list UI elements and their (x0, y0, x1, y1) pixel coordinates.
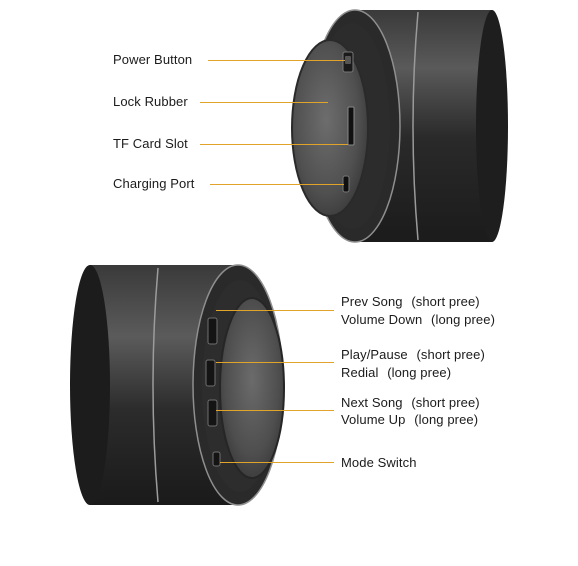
leader-lock (200, 102, 328, 103)
label-next-song: Next Song (short pree) (341, 395, 480, 411)
power-switch-icon (342, 51, 354, 73)
label-play-pause: Play/Pause (short pree) (341, 347, 485, 363)
leader-play (216, 362, 334, 363)
leader-mode (220, 462, 334, 463)
label-next-song-main: Next Song (341, 395, 403, 410)
label-volume-up-note: (long pree) (414, 412, 479, 427)
label-redial: Redial (long pree) (341, 365, 451, 381)
label-prev-song-main: Prev Song (341, 294, 403, 309)
label-lock-rubber: Lock Rubber (113, 94, 188, 109)
label-redial-main: Redial (341, 365, 379, 380)
label-play-pause-main: Play/Pause (341, 347, 408, 362)
label-mode-switch: Mode Switch (341, 455, 417, 470)
leader-charging (210, 184, 344, 185)
bottom-speaker-face (219, 297, 285, 479)
label-next-song-note: (short pree) (411, 395, 480, 410)
control-buttons-icon (205, 317, 221, 467)
label-volume-down: Volume Down (long pree) (341, 312, 495, 328)
leader-prev (216, 310, 334, 311)
top-speaker-face (291, 39, 369, 217)
label-volume-up-main: Volume Up (341, 412, 406, 427)
label-tf-card-slot: TF Card Slot (113, 136, 188, 151)
leader-tf (200, 144, 348, 145)
label-redial-note: (long pree) (387, 365, 452, 380)
label-volume-down-note: (long pree) (431, 312, 495, 327)
label-charging-port: Charging Port (113, 176, 195, 191)
label-power-button: Power Button (113, 52, 193, 67)
leader-power (208, 60, 345, 61)
tf-slot-icon (347, 106, 355, 146)
label-volume-up: Volume Up (long pree) (341, 412, 478, 428)
label-play-pause-note: (short pree) (416, 347, 485, 362)
leader-next (216, 410, 334, 411)
label-prev-song: Prev Song (short pree) (341, 294, 480, 310)
label-volume-down-main: Volume Down (341, 312, 423, 327)
label-prev-song-note: (short pree) (411, 294, 480, 309)
